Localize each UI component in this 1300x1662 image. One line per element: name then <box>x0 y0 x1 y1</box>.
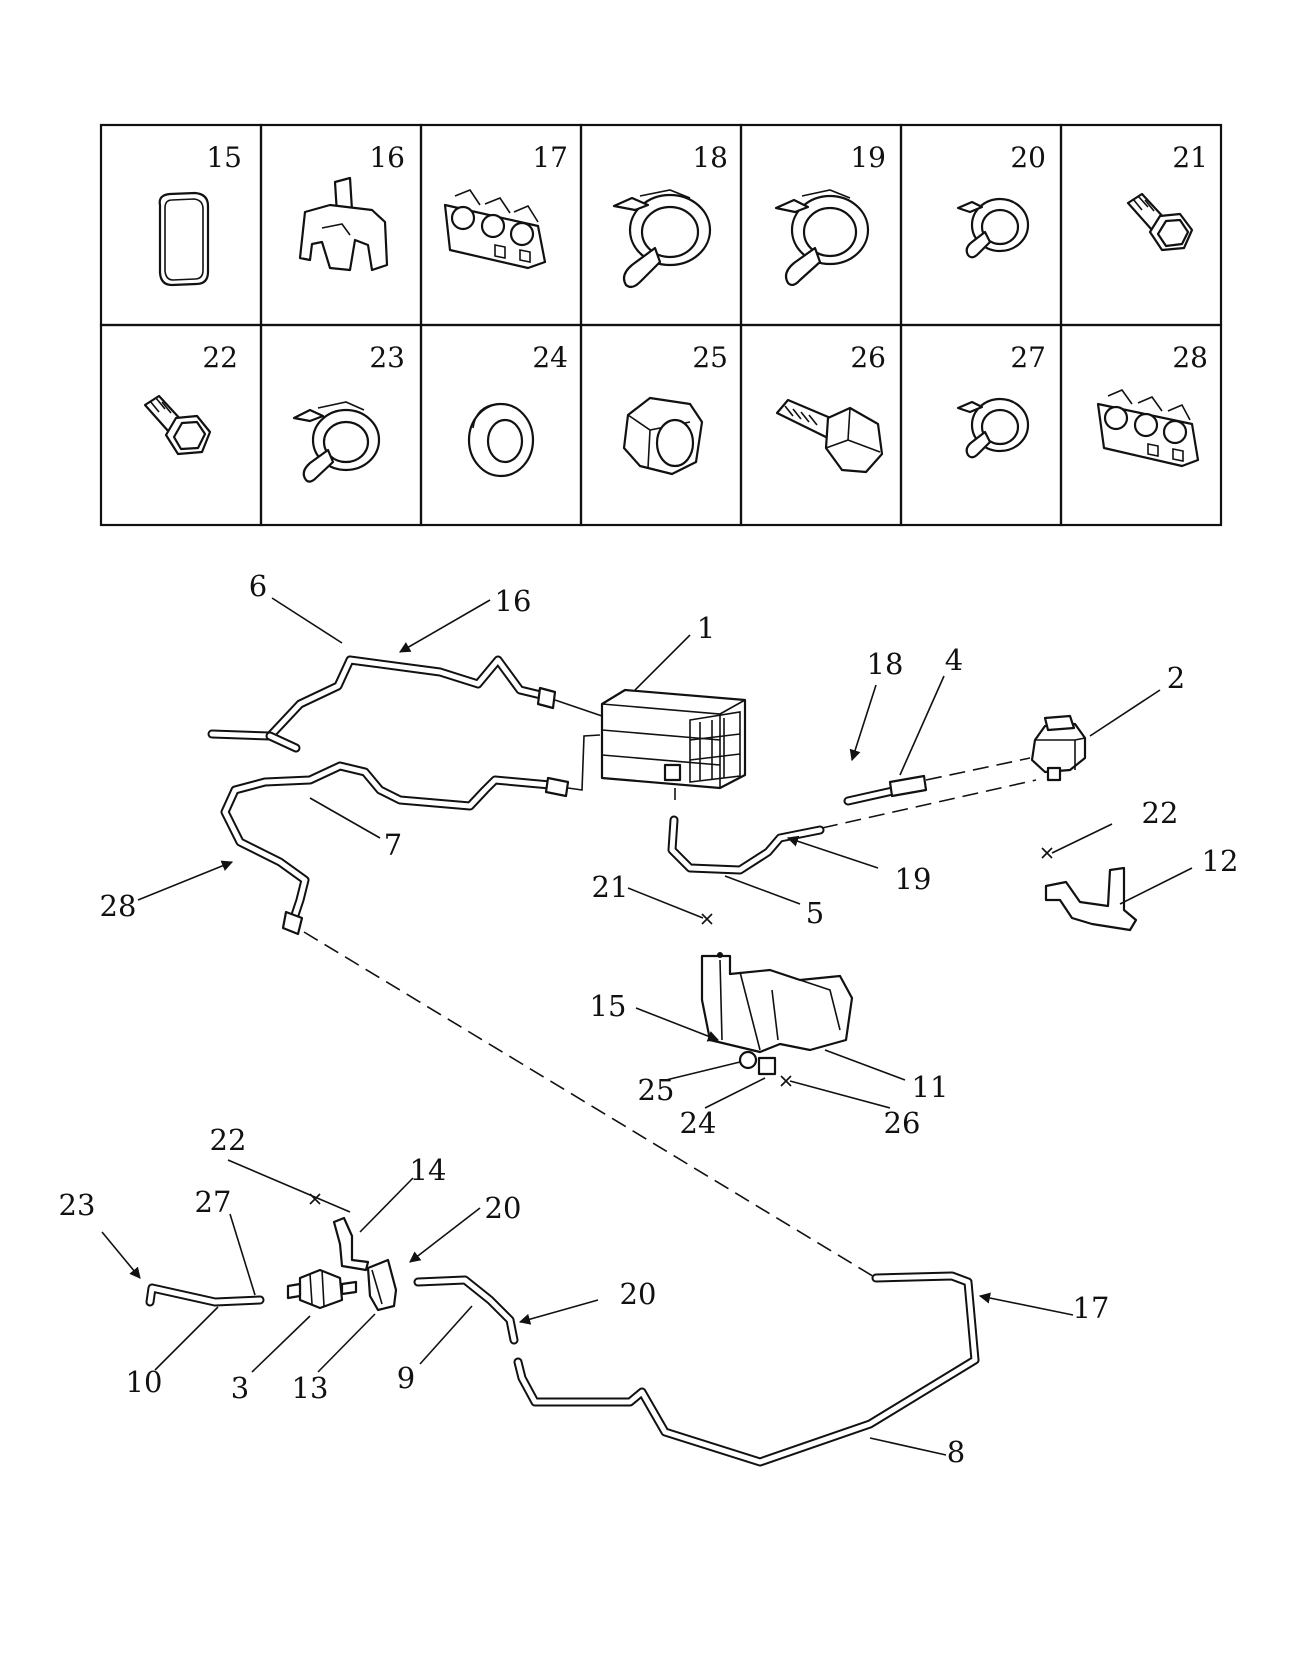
callout-label: 26 <box>884 1106 921 1140</box>
callout-label: 9 <box>397 1361 415 1395</box>
triple-tube-clamp-icon <box>443 189 547 270</box>
cell-number: 15 <box>206 141 242 174</box>
callout-label: 10 <box>126 1365 163 1399</box>
cell-number: 16 <box>369 141 405 174</box>
dashed-leader <box>925 757 1031 781</box>
callout-label: 13 <box>292 1371 329 1405</box>
callout-label: 14 <box>410 1153 447 1187</box>
purge-valve-2 <box>1030 714 1087 782</box>
callout-label: 16 <box>495 584 532 618</box>
tube-7 <box>220 734 601 936</box>
cell-number: 18 <box>692 141 728 174</box>
triple-tube-clamp-icon <box>1096 389 1200 468</box>
charcoal-canister-1 <box>600 688 747 800</box>
filter-13 <box>366 1258 398 1312</box>
parts-table: 15 16 17 18 19 20 21 22 23 24 25 26 27 2… <box>99 123 1223 527</box>
callout-label: 22 <box>210 1123 247 1157</box>
callout-label: 7 <box>384 828 402 862</box>
callout-label: 18 <box>867 647 904 681</box>
callout-label: 25 <box>638 1073 675 1107</box>
small-hose-clamp-icon <box>956 397 1030 459</box>
tube-6 <box>207 655 603 753</box>
callout-label: 4 <box>945 643 963 677</box>
spring-hose-clamp-icon <box>292 401 381 483</box>
gasket-icon <box>158 191 210 287</box>
callout-label: 17 <box>1073 1291 1110 1325</box>
dashed-leader <box>821 779 1037 829</box>
cell-number: 22 <box>202 341 238 374</box>
cell-number: 27 <box>1010 341 1046 374</box>
callout-label: 1 <box>697 611 715 645</box>
tube-8 <box>513 1271 980 1467</box>
callout-label: 19 <box>895 862 932 896</box>
callout-label: 21 <box>592 870 629 904</box>
cell-number: 24 <box>532 341 568 374</box>
bracket-12 <box>1044 866 1138 932</box>
cell-number: 17 <box>532 141 568 174</box>
callout-label: 2 <box>1167 661 1185 695</box>
spring-hose-clamp-icon <box>612 189 712 289</box>
callout-label: 3 <box>231 1371 249 1405</box>
washer-icon <box>467 402 535 478</box>
cell-number: 25 <box>692 341 728 374</box>
bracket-14 <box>332 1216 370 1272</box>
callout-label: 28 <box>100 889 137 923</box>
main-diagram: 6 16 1 18 4 2 7 28 19 5 22 12 21 15 11 2… <box>59 569 1239 1469</box>
vent-filter-3 <box>286 1268 358 1310</box>
small-hose-clamp-icon <box>956 197 1030 259</box>
callout-label: 8 <box>947 1435 965 1469</box>
washer-24-symbol <box>757 1056 777 1076</box>
cell-number: 26 <box>850 341 886 374</box>
cell-number: 28 <box>1172 341 1208 374</box>
callout-label: 22 <box>1142 796 1179 830</box>
hose-4 <box>843 774 928 806</box>
callout-label: 12 <box>1202 844 1239 878</box>
cell-number: 19 <box>850 141 886 174</box>
callout-label: 5 <box>806 896 824 930</box>
callout-label: 27 <box>195 1185 232 1219</box>
cell-number: 23 <box>369 341 405 374</box>
heat-shield-11 <box>700 952 854 1054</box>
callout-label: 24 <box>680 1106 717 1140</box>
callout-label: 6 <box>249 569 267 603</box>
callout-label: 20 <box>620 1277 657 1311</box>
callout-label: 11 <box>912 1070 949 1104</box>
cell-number: 21 <box>1172 141 1208 174</box>
callout-label: 15 <box>590 989 627 1023</box>
nut-25-symbol <box>738 1050 758 1070</box>
callout-label: 20 <box>485 1191 522 1225</box>
flange-bolt-icon <box>143 394 212 456</box>
tube-10 <box>145 1283 265 1307</box>
flange-bolt-icon <box>1126 192 1194 252</box>
hex-nut-icon <box>622 396 704 476</box>
tube-9 <box>413 1275 519 1345</box>
hose-5 <box>667 815 825 875</box>
callout-leaders <box>101 597 1193 1456</box>
hex-bolt-icon <box>775 398 884 474</box>
dashed-leader <box>303 931 877 1279</box>
table-cell-28 <box>1059 323 1223 527</box>
callout-label: 23 <box>59 1188 96 1222</box>
push-clip-icon <box>298 176 389 272</box>
cell-number: 20 <box>1010 141 1046 174</box>
spring-hose-clamp-icon <box>774 189 870 287</box>
